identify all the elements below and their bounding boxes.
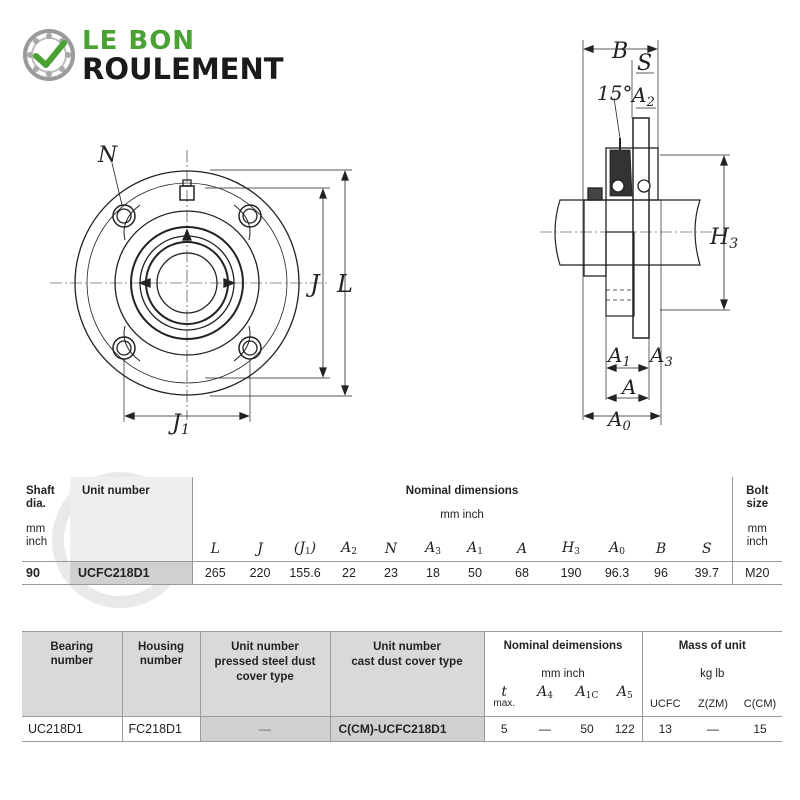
mass-col-ucfc: UCFC [649, 698, 681, 710]
cell-dim: 23 [384, 566, 398, 580]
symbol-cell: L [210, 541, 220, 557]
cell-dim: 22 [342, 566, 356, 580]
label-a2: A2 [630, 83, 655, 110]
cell-bolt: M20 [745, 566, 770, 580]
label-a3: A3 [648, 343, 673, 370]
header-pressed: Unit number pressed steel dust cover typ… [200, 631, 331, 717]
bearing-line2: number [50, 655, 93, 667]
pressed-line2: pressed steel dust [214, 656, 316, 668]
cell-shaft: 90 [26, 566, 40, 580]
mass-col-c: C(CM) [743, 698, 777, 710]
header-bearing: Bearing number [22, 631, 123, 717]
bolt-line1: Bolt [746, 485, 769, 497]
cell-unit: UCFC218D1 [70, 561, 193, 585]
label-n: N [97, 143, 118, 168]
label-l: L [336, 270, 353, 298]
header-cast: Unit number cast dust cover type [330, 631, 485, 717]
cell-dim: 18 [426, 566, 440, 580]
label-b: B [611, 39, 628, 64]
cell-bearing: UC218D1 [22, 716, 123, 742]
header-shaft: Shaft dia. mm inch [22, 477, 70, 562]
cell-dim: 50 [468, 566, 482, 580]
shaft-unit1: mm [26, 523, 46, 535]
pressed-line3: cover type [236, 671, 294, 683]
label-a: A [620, 375, 636, 399]
label-j1: J1 [168, 411, 190, 438]
side-view [540, 40, 730, 425]
sym-a1c: A1C [575, 684, 599, 701]
cell-dim: 155.6 [289, 566, 321, 580]
label-angle: 15° [597, 81, 632, 105]
symbol-cell: H3 [562, 540, 580, 557]
shaft-line2: dia. [26, 498, 46, 510]
symbol-cell: (J1) [293, 540, 317, 557]
cell-mass-c: 15 [753, 722, 767, 736]
symbol-cell: A [516, 541, 528, 557]
header-housing: Housing number [122, 631, 201, 717]
label-a0: A0 [606, 407, 631, 434]
label-j: J [305, 270, 321, 298]
front-view [50, 150, 352, 422]
housing-line1: Housing [138, 641, 184, 653]
cell-a5: 122 [608, 716, 643, 742]
brand-logo: LE BON ROULEMENT [22, 26, 302, 86]
header-nominal: Nominal dimensions [192, 477, 733, 509]
cell-dim: 220 [249, 566, 271, 580]
label-a1: A1 [606, 343, 631, 370]
symbol-cell: A3 [425, 540, 441, 557]
sym-a4: A4 [537, 684, 553, 701]
symbol-cell: N [384, 541, 398, 557]
cell-a4: — [539, 722, 551, 736]
symbol-cell: A0 [609, 540, 625, 557]
header-bolt: Bolt size mm inch [732, 477, 782, 562]
symbol-cell: A1 [467, 540, 483, 557]
unit-table: Bearing number Housing number Unit numbe… [22, 631, 782, 742]
cell-dim: 68 [515, 566, 529, 580]
bearing-check-icon [23, 29, 75, 81]
pressed-line1: Unit number [231, 641, 299, 653]
logo-line-1: LE BON [82, 26, 196, 56]
cell-dim: 39.7 [682, 561, 733, 585]
label-s: S [637, 51, 652, 76]
cell-a1c: 50 [580, 722, 594, 736]
technical-drawing: N J L J1 [50, 39, 738, 438]
cell-mass-ucfc: 13 [658, 722, 672, 736]
symbol-cell: A2 [341, 540, 357, 557]
cell-cast: C(CM)-UCFC218D1 [330, 716, 485, 742]
nominal-units-2: mm inch [484, 664, 643, 680]
logo-line-2: ROULEMENT [82, 52, 284, 86]
nominal-units: mm inch [192, 509, 733, 529]
symbol-cell: B [655, 541, 667, 557]
cell-t: 5 [500, 722, 508, 736]
bolt-unit2: inch [746, 536, 768, 548]
sym-t: t max. [484, 680, 524, 717]
symbol-cell: J [257, 541, 263, 557]
bearing-line1: Bearing [50, 641, 94, 653]
header-nominal-2: Nominal deimensions [484, 631, 643, 664]
bolt-line2: size [746, 498, 769, 510]
label-h3: H3 [709, 225, 738, 252]
mass-col-z: Z(ZM) [698, 698, 728, 710]
symbol-cell: S [682, 529, 733, 562]
mass-units: kg lb [700, 668, 725, 680]
header-unit-number: Unit number [70, 477, 193, 562]
cell-dim: 96.3 [604, 566, 630, 580]
cell-pressed: — [200, 716, 331, 742]
cell-dim: 190 [560, 566, 582, 580]
dimensions-table: Shaft dia. mm inch Unit number Nominal d… [22, 477, 782, 585]
sym-a5: A5 [608, 680, 643, 717]
shaft-unit2: inch [26, 536, 48, 548]
cell-mass-z: — [707, 722, 719, 736]
cell-dim: 96 [654, 566, 668, 580]
cell-dim: 265 [204, 566, 226, 580]
cell-housing: FC218D1 [122, 716, 201, 742]
shaft-line1: Shaft [26, 485, 55, 497]
cast-line2: cast dust cover type [351, 656, 463, 668]
sym-t-note: max. [493, 698, 516, 709]
header-mass: Mass of unit [678, 640, 746, 652]
cast-line1: Unit number [373, 641, 441, 653]
bolt-unit1: mm [747, 523, 767, 535]
housing-line2: number [139, 655, 183, 667]
